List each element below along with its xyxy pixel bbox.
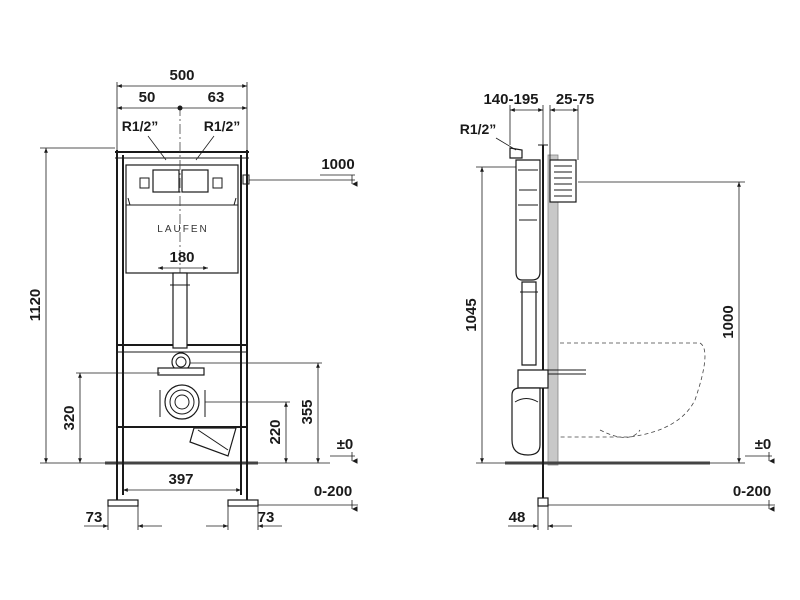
side-feet-range: 0-200 (733, 483, 771, 500)
dim-height-355: 355 (299, 399, 316, 424)
foot-right (227, 499, 259, 507)
connector-left-label: R1/2” (122, 118, 159, 134)
side-pan-connector (517, 369, 549, 389)
side-view: 140-195 25-75 R1/2” 1045 1000 ±0 0-200 4… (460, 91, 775, 530)
dim-height-1045: 1045 (463, 298, 480, 331)
dim-depth-range: 140-195 (483, 91, 538, 108)
connector-right-label: R1/2” (204, 118, 241, 134)
brand-label: LAUFEN (157, 224, 208, 235)
dim-height-reference: 1000 (321, 156, 354, 173)
flush-plate-opening-right (181, 169, 209, 193)
dim-height-1000-side: 1000 (720, 305, 737, 338)
side-drain-bend (511, 387, 541, 456)
flush-pipe (172, 272, 188, 349)
dim-offset-right: 63 (208, 89, 225, 106)
dim-width-total: 500 (169, 67, 194, 84)
dim-offset-left: 50 (139, 89, 156, 106)
wc-bowl-outline (560, 342, 706, 438)
dim-feet-spacing: 397 (168, 471, 193, 488)
dim-foot-depth: 48 (509, 509, 526, 526)
dim-wall-offset: 25-75 (556, 91, 594, 108)
drain-elbow (189, 427, 237, 457)
dim-height-320: 320 (61, 405, 78, 430)
dim-pipe-spacing: 180 (169, 249, 194, 266)
pan-bracket (157, 367, 205, 376)
flush-plate-opening-left (152, 169, 180, 193)
dim-height-total: 1120 (27, 289, 44, 322)
side-flush-pipe (521, 281, 537, 366)
side-zero-level: ±0 (755, 436, 772, 453)
dim-foot-right: 73 (258, 509, 275, 526)
side-foot (537, 497, 549, 507)
foot-left (107, 499, 139, 507)
front-zero-level: ±0 (337, 436, 354, 453)
dim-foot-left: 73 (86, 509, 103, 526)
wall-section (547, 154, 559, 466)
side-connector-label: R1/2” (460, 121, 497, 137)
dim-height-220: 220 (267, 419, 284, 444)
front-feet-range: 0-200 (314, 483, 352, 500)
flush-box (549, 159, 577, 203)
front-view: LAUFEN 500 50 63 R1/2” R1/2” (27, 67, 358, 530)
